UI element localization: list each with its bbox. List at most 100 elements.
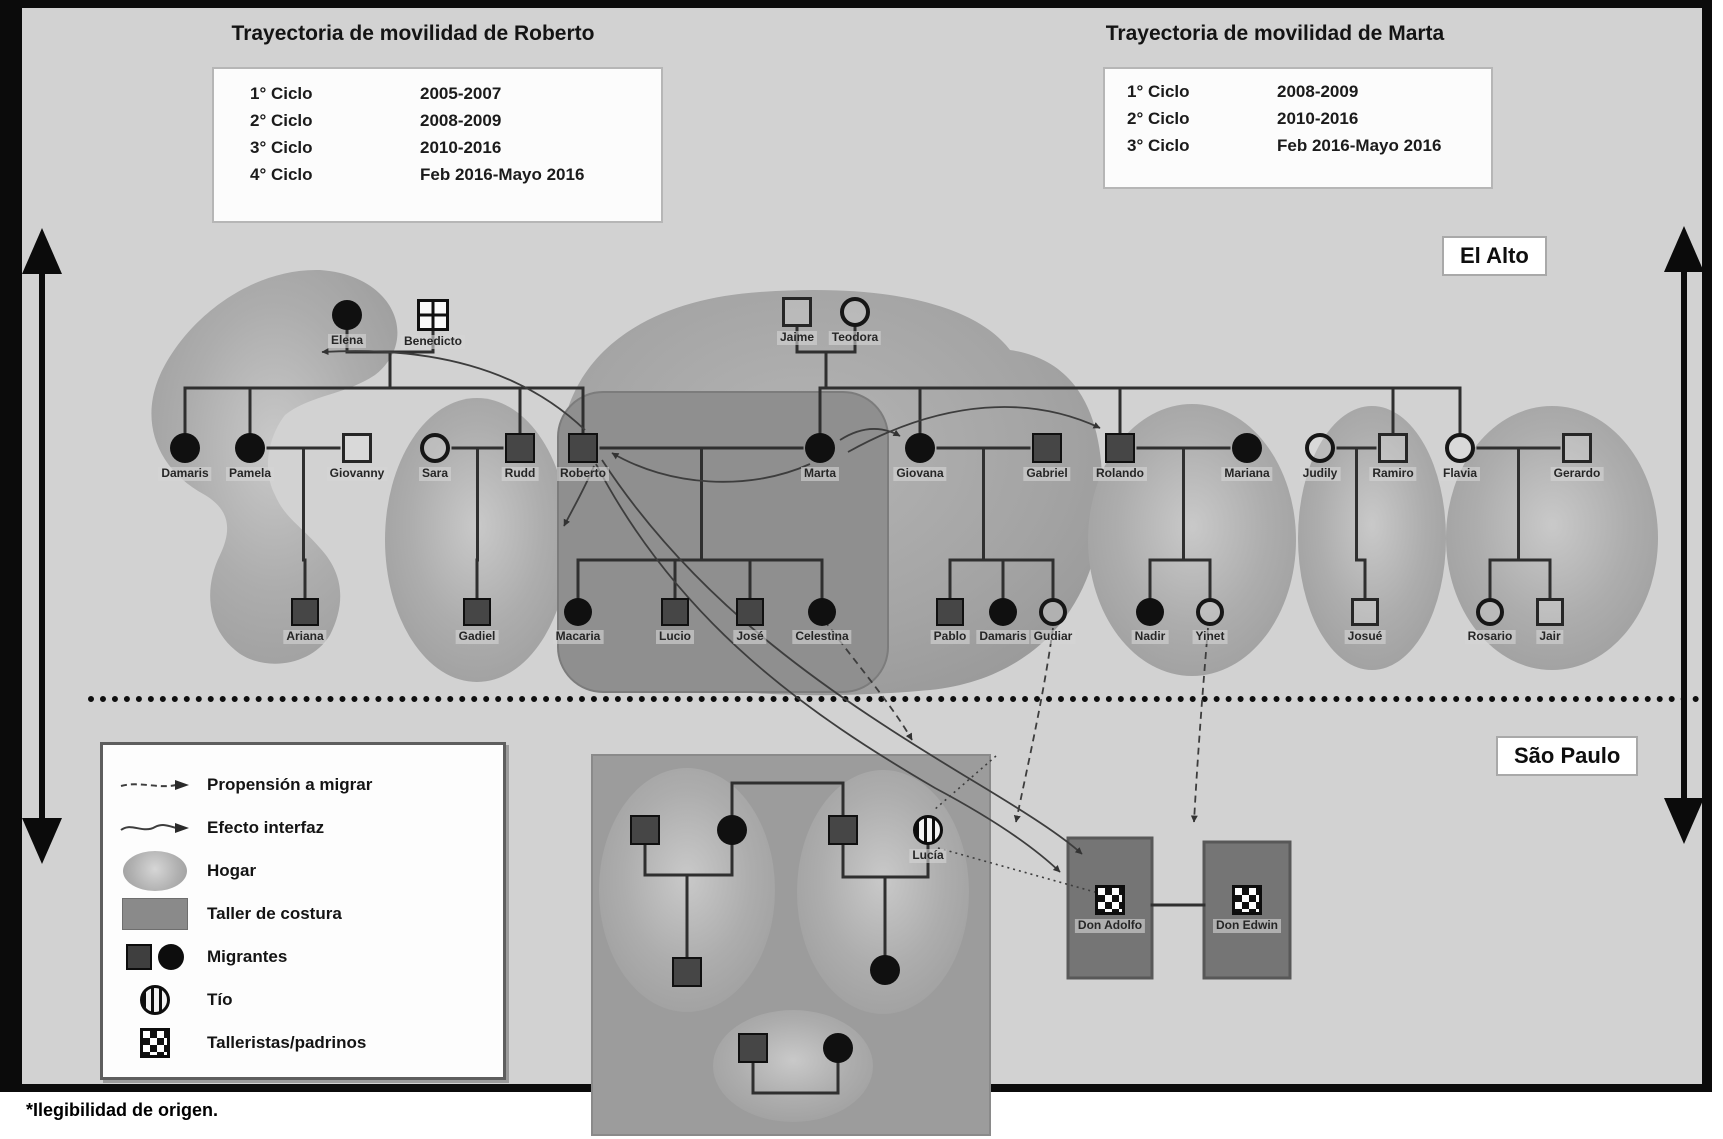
person-label-ariana: Ariana: [283, 629, 327, 644]
person-label-gudiar: Gudiar: [1030, 629, 1076, 644]
footnote: *Ilegibilidad de origen.: [26, 1100, 219, 1120]
person-label-roberto: Roberto: [557, 466, 609, 481]
region-badge-sao-paulo: São Paulo: [1496, 736, 1639, 776]
cycle-label: 3° Ciclo: [1127, 136, 1190, 155]
person-label-ramiro: Ramiro: [1369, 466, 1417, 481]
cycle-period: 2005-2007: [420, 84, 502, 103]
legend-item-2: Efecto interfaz: [103, 806, 503, 849]
wavy-arrow-icon: [103, 819, 207, 837]
legend-label: Propensión a migrar: [207, 774, 373, 794]
striped-circle-icon: [103, 984, 207, 1015]
person-label-josue: Josué: [1344, 629, 1386, 644]
person-icon-benedicto: [417, 299, 449, 331]
person-icon-jair: [1536, 598, 1564, 626]
region-badge-el-alto: El Alto: [1442, 236, 1547, 276]
person-icon-giovanny: [342, 433, 372, 463]
person-label-flavia: Flavia: [1439, 466, 1481, 481]
person-icon-damaris1: [170, 433, 200, 463]
person-icon-giovana: [905, 433, 935, 463]
cycle-label: 1° Ciclo: [250, 84, 313, 103]
person-icon-adolfo: [1095, 885, 1125, 915]
person-label-pablo: Pablo: [930, 629, 970, 644]
person-label-lucia: Lucía: [909, 848, 947, 863]
person-label-benedicto: Benedicto: [400, 334, 466, 349]
person-icon-gudiar: [1039, 598, 1067, 626]
person-label-gadiel: Gadiel: [455, 629, 499, 644]
person-icon-sp-m2: [828, 815, 858, 845]
person-icon-gerardo: [1562, 433, 1592, 463]
roberto-trajectory-title: Trayectoria de movilidad de Roberto: [231, 22, 595, 45]
cycle-label: 1° Ciclo: [1127, 82, 1190, 101]
trajectory-row-marta-2: 2° Ciclo 2010-2016: [1105, 102, 1491, 129]
person-icon-rolando: [1105, 433, 1135, 463]
household-ellipse-icon: [103, 850, 207, 891]
person-icon-pamela: [235, 433, 265, 463]
legend-item-5: Migrantes: [103, 935, 503, 978]
person-icon-macaria: [564, 598, 592, 626]
person-icon-ramiro: [1378, 433, 1408, 463]
person-label-sara: Sara: [418, 466, 452, 481]
person-icon-teodora: [840, 297, 870, 327]
person-label-yinet: Yinet: [1192, 629, 1228, 644]
person-label-judily: Judily: [1299, 466, 1341, 481]
cycle-period: Feb 2016-Mayo 2016: [1277, 136, 1442, 155]
person-icon-sp-c1: [672, 957, 702, 987]
person-icon-roberto: [568, 433, 598, 463]
workshop-rect-icon: [103, 897, 207, 930]
person-icon-judily: [1305, 433, 1335, 463]
person-icon-pablo: [936, 598, 964, 626]
person-icon-nadir: [1136, 598, 1164, 626]
cycle-label: 2° Ciclo: [250, 111, 313, 130]
person-label-rudd: Rudd: [501, 466, 539, 481]
person-icon-mariana: [1232, 433, 1262, 463]
person-label-gabriel: Gabriel: [1023, 466, 1071, 481]
person-label-rosario: Rosario: [1464, 629, 1516, 644]
person-icon-rudd: [505, 433, 535, 463]
person-icon-sp-f3: [823, 1033, 853, 1063]
marta-trajectory-table: 1° Ciclo 2008-2009 2° Ciclo 2010-2016 3° Cic…: [1103, 67, 1493, 189]
person-label-teodora: Teodora: [828, 330, 882, 345]
person-label-damaris2: Damaris: [976, 629, 1030, 644]
legend-label: Tío: [207, 989, 233, 1009]
person-label-celestina: Celestina: [792, 629, 852, 644]
person-icon-yinet: [1196, 598, 1224, 626]
legend-label: Taller de costura: [207, 903, 342, 923]
cycle-period: 2010-2016: [1277, 109, 1359, 128]
legend-item-4: Taller de costura: [103, 892, 503, 935]
person-icon-gabriel: [1032, 433, 1062, 463]
person-icon-jose: [736, 598, 764, 626]
cycle-period: 2010-2016: [420, 138, 502, 157]
cycle-period: 2008-2009: [1277, 82, 1359, 101]
person-label-jose: José: [733, 629, 767, 644]
person-icon-josue: [1351, 598, 1379, 626]
marta-trajectory-title: Trayectoria de movilidad de Marta: [1105, 22, 1445, 45]
trajectory-row-roberto-1: 1° Ciclo 2005-2007: [214, 77, 661, 104]
checker-square-icon: [103, 1027, 207, 1058]
legend-item-7: Talleristas/padrinos: [103, 1021, 503, 1064]
person-icon-sp-m3: [738, 1033, 768, 1063]
person-icon-elena: [332, 300, 362, 330]
person-label-edwin: Don Edwin: [1213, 918, 1281, 933]
person-label-nadir: Nadir: [1131, 629, 1169, 644]
cycle-label: 2° Ciclo: [1127, 109, 1190, 128]
person-label-damaris1: Damaris: [158, 466, 212, 481]
person-label-rolando: Rolando: [1093, 466, 1147, 481]
person-icon-sp-f1: [717, 815, 747, 845]
person-label-lucio: Lucio: [656, 629, 694, 644]
person-icon-celestina: [808, 598, 836, 626]
legend-label: Efecto interfaz: [207, 817, 325, 837]
person-icon-jaime: [782, 297, 812, 327]
person-label-elena: Elena: [327, 333, 367, 348]
person-label-gerardo: Gerardo: [1550, 466, 1604, 481]
legend-item-3: Hogar: [103, 849, 503, 892]
person-label-giovana: Giovana: [893, 466, 947, 481]
trajectory-row-marta-1: 1° Ciclo 2008-2009: [1105, 75, 1491, 102]
person-icon-sara: [420, 433, 450, 463]
cycle-period: Feb 2016-Mayo 2016: [420, 165, 585, 184]
person-icon-sp-m1: [630, 815, 660, 845]
dashed-arrow-icon: [103, 776, 207, 794]
